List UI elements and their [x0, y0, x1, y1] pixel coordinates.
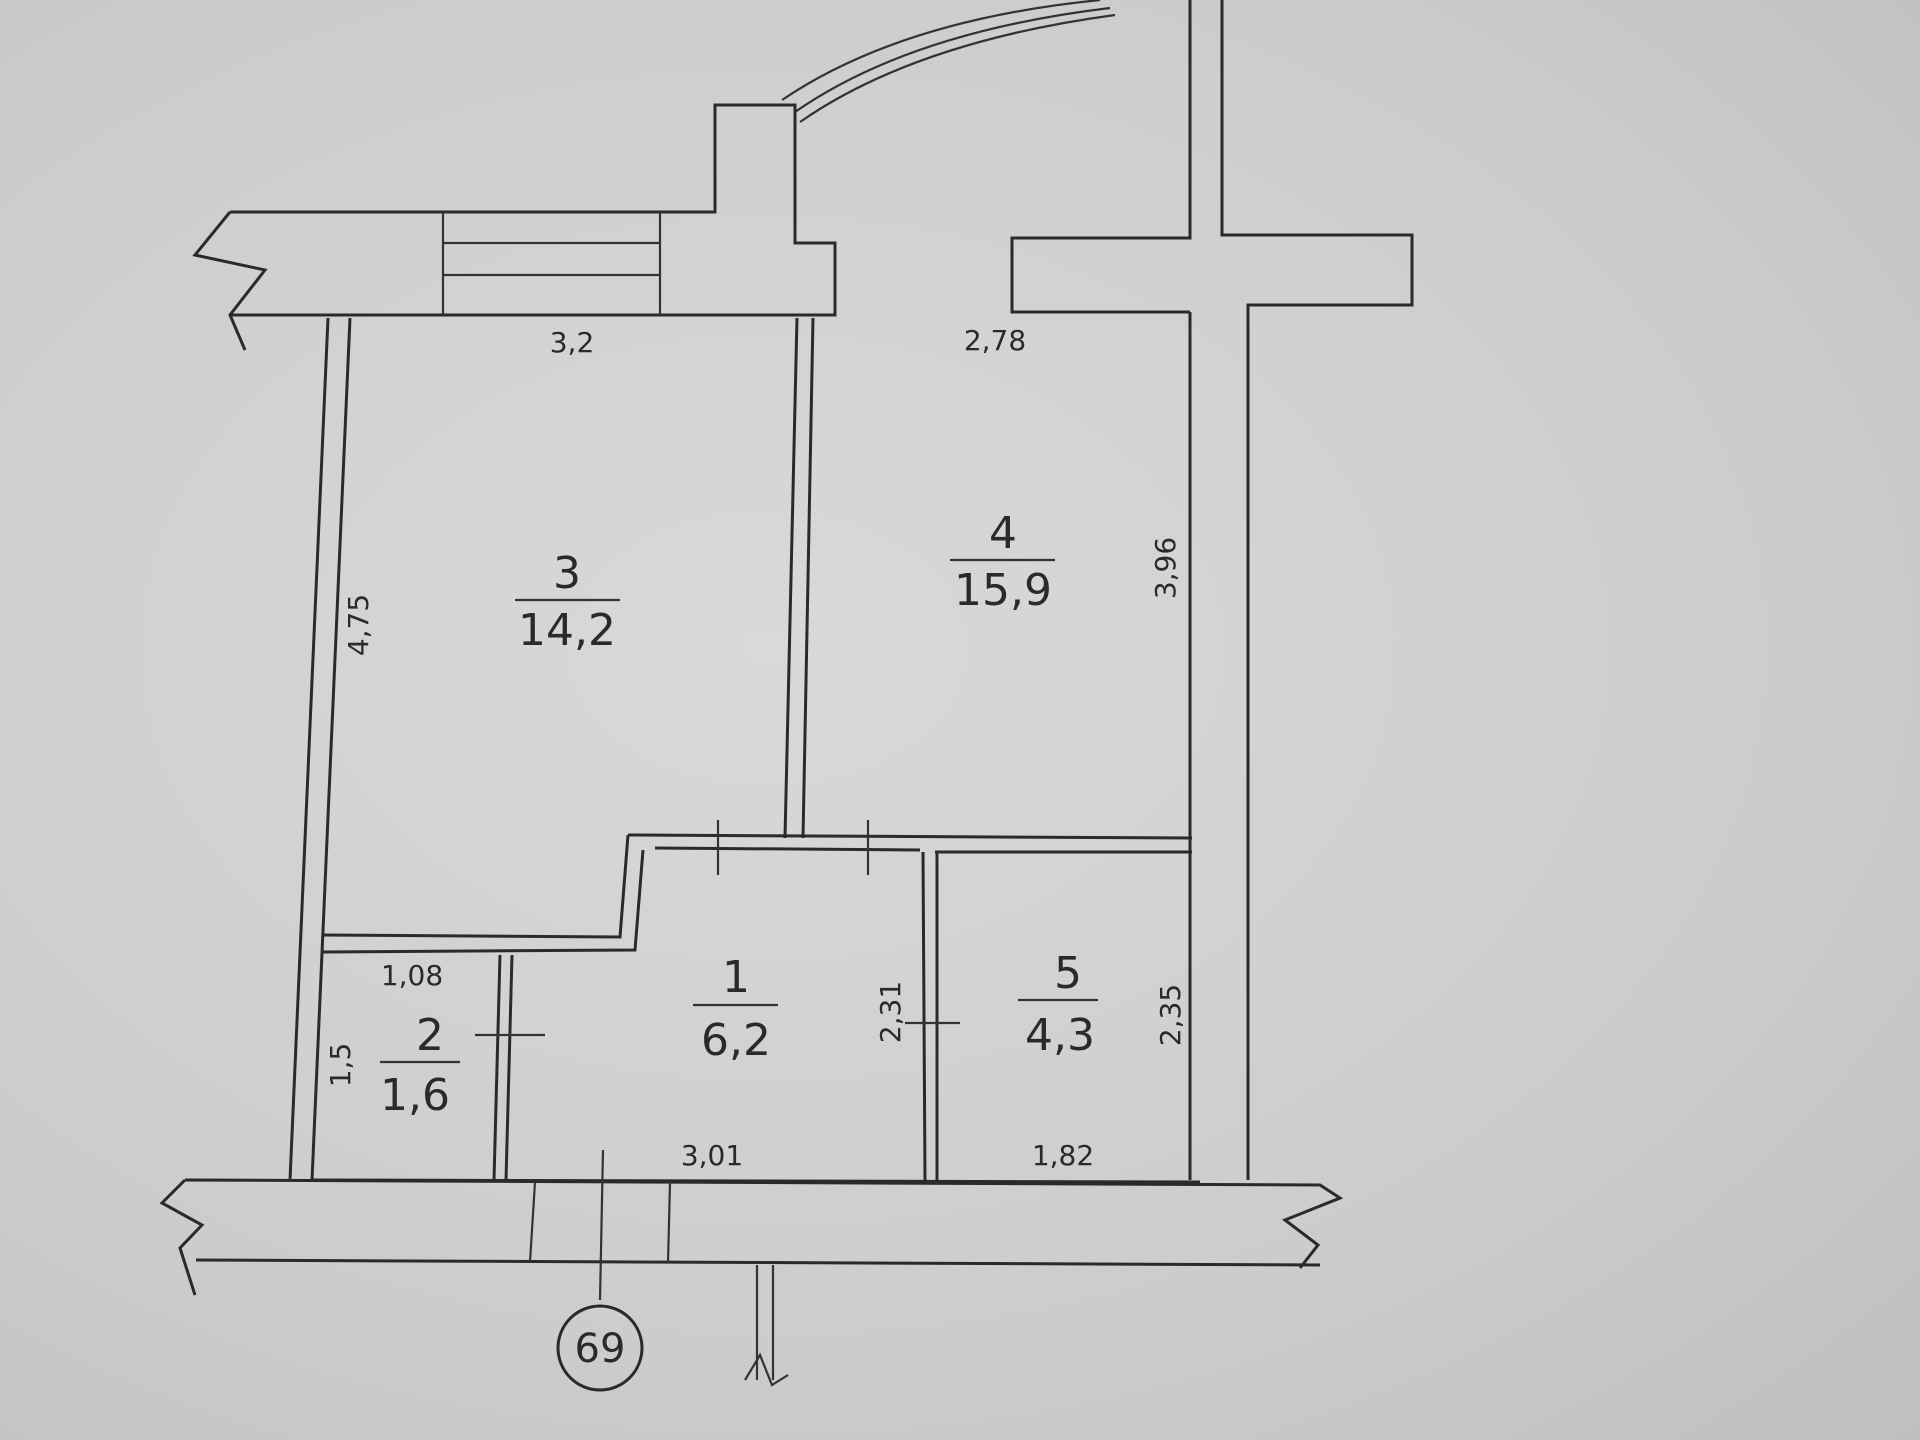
left-wall: [288, 317, 352, 1181]
room-1-number: 1: [722, 952, 750, 1003]
room-1-label: 1 6,2: [693, 952, 778, 1066]
dim-room3-width: 3,2: [550, 326, 595, 359]
dim-room1-height: 2,31: [874, 981, 907, 1043]
room-5-area: 4,3: [1025, 1010, 1095, 1061]
dim-room4-height: 3,96: [1149, 537, 1182, 599]
room-5-number: 5: [1054, 948, 1082, 999]
dim-room5-width: 1,82: [1032, 1139, 1094, 1172]
balcony-arc: [781, 0, 1116, 123]
room-5-label: 5 4,3: [1018, 948, 1098, 1061]
room2-walls: [475, 954, 545, 1181]
dim-room2-width: 1,08: [381, 959, 443, 992]
dim-room1-width: 3,01: [681, 1139, 743, 1172]
partition-3-bottom: [321, 834, 645, 954]
dim-room4-width: 2,78: [964, 324, 1026, 357]
top-wall-left: [192, 103, 837, 351]
partition-1-5: [905, 851, 960, 1181]
room-4-number: 4: [989, 508, 1017, 559]
dim-room5-height: 2,35: [1154, 984, 1187, 1046]
room-2-number: 2: [416, 1010, 444, 1061]
partition-corridor-top: [627, 820, 1193, 875]
room-3-number: 3: [553, 548, 581, 599]
dim-room2-height: 1,5: [324, 1043, 357, 1088]
top-wall-right: [1010, 0, 1414, 1180]
room-4-area: 15,9: [954, 565, 1052, 616]
bottom-wall: [159, 1149, 1344, 1387]
room-2-label: 2 1,6: [380, 1010, 460, 1121]
room-1-area: 6,2: [701, 1015, 771, 1066]
axis-marker-number: 69: [575, 1326, 626, 1372]
room-4-label: 4 15,9: [950, 508, 1055, 616]
partition-3-4: [783, 317, 815, 839]
dim-room3-height: 4,75: [342, 594, 375, 656]
room-2-area: 1,6: [380, 1070, 450, 1121]
axis-marker: 69: [556, 1304, 644, 1392]
room-3-label: 3 14,2: [515, 548, 620, 656]
room-3-area: 14,2: [518, 605, 616, 656]
